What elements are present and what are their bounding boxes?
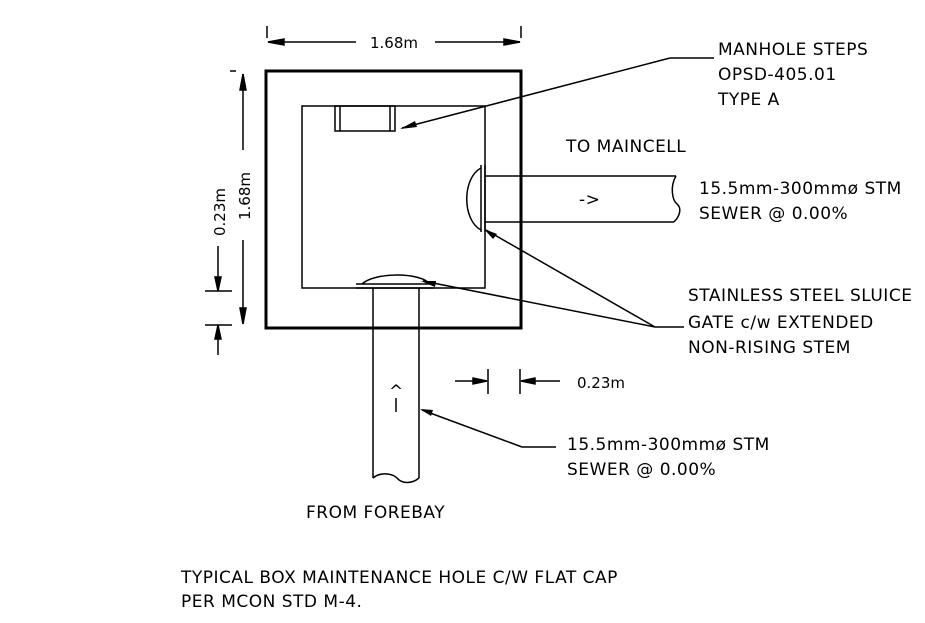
- outlet-flow-arrow: ->: [579, 190, 600, 210]
- bottom-small-dimension: [455, 369, 560, 394]
- outlet-pipe-label-line2: SEWER @ 0.00%: [699, 204, 848, 224]
- top-width-label: 1.68m: [370, 34, 418, 52]
- manhole-steps-symbol: [334, 105, 396, 132]
- left-small-dimension: [205, 246, 232, 355]
- top-width-dimension: [266, 26, 522, 46]
- outlet-sluice-gate: [466, 165, 486, 232]
- caption-line1: TYPICAL BOX MAINTENANCE HOLE C/W FLAT CA…: [180, 568, 618, 588]
- left-small-label: 0.23m: [211, 188, 229, 236]
- from-forebay-label: FROM FOREBAY: [306, 503, 445, 523]
- left-height-dimension: [230, 70, 247, 325]
- manhole-steps-label-line1: MANHOLE STEPS: [718, 40, 868, 60]
- outlet-pipe-label-line1: 15.5mm-300mmø STM: [699, 179, 902, 199]
- inlet-pipe-label-line2: SEWER @ 0.00%: [567, 460, 716, 480]
- outlet-pipe: [485, 175, 681, 223]
- sluice-gate-label-line1: STAINLESS STEEL SLUICE: [688, 286, 912, 306]
- left-height-label: 1.68m: [236, 172, 254, 220]
- leader-lines: [401, 57, 714, 448]
- caption-line2: PER MCON STD M-4.: [181, 592, 362, 612]
- leader-arrowheads: [400, 121, 497, 416]
- manhole-steps-label-line3: TYPE A: [717, 90, 780, 110]
- sluice-gate-label-line2: GATE c/w EXTENDED: [688, 313, 874, 333]
- manhole-steps-label-line2: OPSD-405.01: [718, 65, 837, 85]
- chamber-outer-wall: [264, 69, 523, 330]
- to-maincell-label: TO MAINCELL: [565, 137, 686, 157]
- bottom-small-label: 0.23m: [577, 374, 625, 392]
- inlet-pipe-label-line1: 15.5mm-300mmø STM: [567, 435, 770, 455]
- chamber-inner-wall: [301, 105, 486, 289]
- sluice-gate-label-line3: NON-RISING STEM: [688, 338, 851, 358]
- inlet-pipe: [372, 288, 420, 484]
- inlet-flow-arrow-head: ^: [389, 382, 404, 402]
